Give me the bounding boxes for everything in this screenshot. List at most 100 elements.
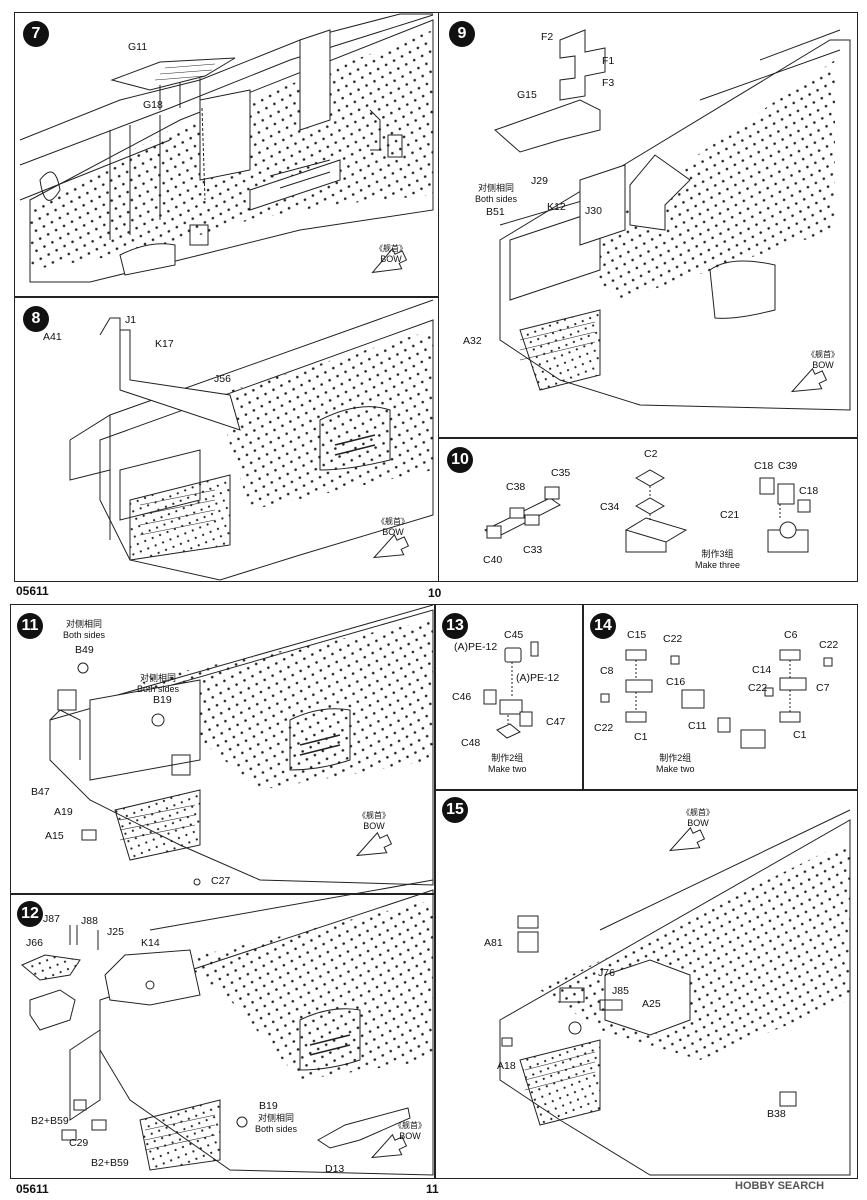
- label-c48: C48: [461, 737, 481, 749]
- label-j30: J30: [585, 205, 602, 217]
- label-c22-a: C22: [663, 633, 683, 645]
- step-10-number: 10: [447, 447, 473, 473]
- note-make-two-step13: 制作2组 Make two: [488, 753, 527, 775]
- label-g15: G15: [517, 89, 537, 101]
- label-c21: C21: [720, 509, 740, 521]
- bow-cn: 《舰首》: [394, 1121, 426, 1130]
- label-b2-b59-b: B2+B59: [91, 1157, 129, 1169]
- step-7-panel: 7 G11 G18 《舰首》 BOW: [14, 12, 439, 297]
- note-cn: 制作2组: [491, 753, 524, 763]
- hull-drawing-step7: [19, 13, 434, 283]
- step-13-number: 13: [442, 613, 468, 639]
- step-9-number: 9: [449, 21, 475, 47]
- note-cn: 制作3组: [701, 549, 734, 559]
- label-j76: J76: [598, 967, 615, 979]
- label-j87: J87: [43, 913, 60, 925]
- label-j66: J66: [26, 937, 43, 949]
- label-b51: B51: [486, 206, 505, 218]
- label-f2: F2: [541, 31, 554, 43]
- note-both-sides-step9: 对侧相同 Both sides: [475, 183, 517, 205]
- label-j56: J56: [214, 373, 231, 385]
- label-b47: B47: [31, 786, 50, 798]
- parts-drawing-step10: [484, 469, 811, 553]
- note-en: Make two: [488, 764, 527, 774]
- step-12-number: 12: [17, 901, 43, 927]
- note-en: Both sides: [137, 684, 180, 694]
- bow-en: BOW: [687, 818, 709, 828]
- label-j25: J25: [107, 926, 124, 938]
- label-g18: G18: [143, 99, 163, 111]
- label-a41: A41: [43, 331, 62, 343]
- label-j88: J88: [81, 915, 98, 927]
- label-k14: K14: [141, 937, 160, 949]
- bow-en: BOW: [399, 1131, 421, 1141]
- bow-indicator-step7: 《舰首》 BOW: [375, 243, 407, 265]
- bow-indicator-step12: 《舰首》 BOW: [394, 1120, 426, 1142]
- bow-en: BOW: [812, 360, 834, 370]
- label-c16: C16: [666, 676, 686, 688]
- note-cn: 对侧相同: [66, 619, 103, 629]
- label-c22-d: C22: [748, 682, 768, 694]
- step-14-number: 14: [590, 613, 616, 639]
- step-13-panel: 13 (A)PE-12 C45 (A)PE-12 C46 C47 C48 制作2…: [435, 604, 583, 790]
- step-7-number: 7: [23, 21, 49, 47]
- bow-en: BOW: [363, 821, 385, 831]
- bow-indicator-step15: 《舰首》 BOW: [682, 807, 714, 829]
- label-c27: C27: [211, 875, 231, 887]
- note-cn: 对侧相同: [140, 673, 177, 683]
- note-make-two-step14: 制作2组 Make two: [656, 753, 695, 775]
- label-c46: C46: [452, 691, 472, 703]
- label-c15: C15: [627, 629, 647, 641]
- label-c39: C39: [778, 460, 798, 472]
- label-c1-b: C1: [793, 729, 807, 741]
- label-k17: K17: [155, 338, 174, 350]
- part-f-drawing: [494, 29, 691, 246]
- hull-drawing-step15: [499, 809, 851, 1176]
- label-c38: C38: [506, 481, 526, 493]
- bow-en: BOW: [382, 527, 404, 537]
- bow-indicator-step9: 《舰首》 BOW: [807, 349, 839, 371]
- note-both-sides-step11-b: 对侧相同 Both sides: [137, 673, 179, 695]
- label-b2-b59-a: B2+B59: [31, 1115, 69, 1127]
- step-15-panel: 15 A81 J76 J85 A25 A18 B38 《舰首》 BOW: [435, 790, 858, 1179]
- label-c2: C2: [644, 448, 658, 460]
- bow-en: BOW: [380, 254, 402, 264]
- label-c8: C8: [600, 665, 614, 677]
- bow-indicator-step11: 《舰首》 BOW: [358, 810, 390, 832]
- label-k12: K12: [547, 201, 566, 213]
- label-c18-b: C18: [799, 485, 819, 497]
- bow-cn: 《舰首》: [375, 244, 407, 253]
- label-a15: A15: [45, 830, 64, 842]
- label-j85: J85: [612, 985, 629, 997]
- label-a19: A19: [54, 806, 73, 818]
- bow-indicator-step8: 《舰首》 BOW: [377, 516, 409, 538]
- label-c34: C34: [600, 501, 620, 513]
- label-c11: C11: [688, 720, 707, 732]
- note-en: Make two: [656, 764, 695, 774]
- note-make-three: 制作3组 Make three: [695, 549, 740, 571]
- hull-drawing-step12: [21, 879, 434, 1176]
- part-g11-drawing: [110, 57, 236, 201]
- label-a81: A81: [484, 937, 503, 949]
- label-j1: J1: [125, 314, 137, 326]
- label-f1: F1: [602, 55, 615, 67]
- page-code-bottom: 05611: [16, 1182, 49, 1196]
- note-both-sides-step12: 对侧相同 Both sides: [255, 1113, 297, 1135]
- hull-drawing-step8: [69, 299, 434, 581]
- parts-drawing-step13: [483, 641, 539, 739]
- note-cn: 制作2组: [659, 753, 692, 763]
- step-10-panel: 10 C38 C35 C40 C33 C2 C34 C18 C39 C18 C2…: [438, 438, 858, 582]
- label-b38: B38: [767, 1108, 786, 1120]
- label-b19: B19: [153, 694, 172, 706]
- label-f3: F3: [602, 77, 615, 89]
- label-a32: A32: [463, 335, 482, 347]
- note-en: Make three: [695, 560, 741, 570]
- hull-drawing-step9: [499, 29, 851, 411]
- note-cn: 对侧相同: [258, 1113, 295, 1123]
- watermark-text: HOBBY SEARCH: [735, 1180, 825, 1192]
- step-8-number: 8: [23, 306, 49, 332]
- page-number-top: 10: [428, 586, 442, 600]
- label-c35: C35: [551, 467, 571, 479]
- label-b49: B49: [75, 644, 94, 656]
- label-c47: C47: [546, 716, 566, 728]
